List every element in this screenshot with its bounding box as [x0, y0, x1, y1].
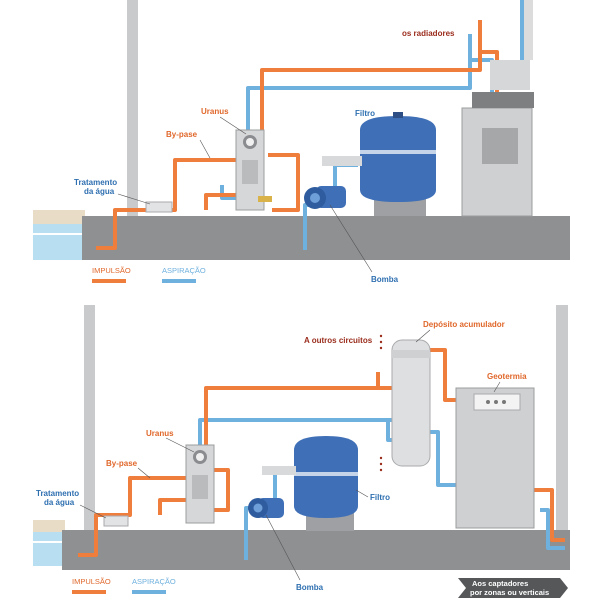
collectors-label-line1: Aos captadores — [472, 579, 528, 588]
leader-bypass — [199, 139, 211, 159]
label-geothermal: Geotermia — [487, 372, 527, 381]
leader-filter — [355, 489, 369, 498]
floor — [62, 530, 570, 570]
wall-column-right — [556, 305, 568, 530]
leader-pump — [265, 514, 301, 581]
legend-impulsion-label: IMPULSÃO — [92, 266, 131, 275]
pool-sand — [33, 520, 65, 532]
label-filter: Filtro — [355, 109, 375, 118]
other-circuits-markers — [379, 334, 383, 472]
label-treatment-line1: Tratamento — [36, 489, 79, 498]
label-filter: Filtro — [370, 493, 390, 502]
wall-column — [84, 305, 95, 530]
legend-impulsion-label: IMPULSÃO — [72, 577, 111, 586]
leader-geothermal — [493, 381, 501, 393]
label-other-circuits: A outros circuitos — [304, 336, 373, 345]
legend-impulsion-swatch — [72, 590, 106, 594]
label-radiators: os radiadores — [402, 29, 455, 38]
leader-treatment — [79, 504, 107, 519]
legend-aspiration-label: ASPIRAÇÃO — [162, 266, 206, 275]
pool-sand — [33, 210, 85, 226]
uranus-unit — [185, 444, 215, 524]
label-uranus: Uranus — [201, 107, 229, 116]
pool-water — [33, 224, 85, 260]
impulsion-pipes — [96, 20, 499, 250]
label-treatment-line2: da água — [44, 498, 75, 507]
label-bypass: By-pase — [106, 459, 138, 468]
collectors-arrow — [458, 578, 568, 598]
diagram-bottom: A outros circuitos Depósito acumulador G… — [33, 305, 570, 598]
legend-impulsion-swatch — [92, 279, 126, 283]
floor — [82, 216, 570, 260]
label-pump: Bomba — [296, 583, 324, 592]
diagram-top: os radiadores Uranus Filtro By-pase Trat… — [33, 0, 570, 284]
leader-storage-tank — [415, 329, 431, 343]
boiler — [461, 60, 534, 217]
label-uranus: Uranus — [146, 429, 174, 438]
uranus-unit — [235, 129, 272, 211]
leader-uranus — [165, 437, 195, 453]
label-storage-tank: Depósito acumulador — [423, 320, 505, 329]
leader-uranus — [219, 116, 247, 135]
label-treatment-line2: da água — [84, 187, 115, 196]
treatment-box — [103, 515, 129, 527]
impulsion-pipes — [78, 348, 565, 557]
pool-water — [33, 532, 65, 566]
treatment-box — [145, 201, 173, 213]
wall-column — [127, 0, 138, 216]
pump — [304, 186, 346, 209]
leader-bypass — [137, 467, 151, 479]
geothermal-unit — [455, 387, 535, 529]
label-bypass: By-pase — [166, 130, 198, 139]
storage-tank — [391, 339, 431, 467]
legend-aspiration-label: ASPIRAÇÃO — [132, 577, 176, 586]
filter-tank — [262, 436, 358, 531]
label-pump: Bomba — [371, 275, 399, 284]
legend-aspiration-swatch — [132, 590, 166, 594]
legend-aspiration-swatch — [162, 279, 196, 283]
pump — [248, 498, 284, 518]
leader-treatment — [117, 193, 151, 205]
collectors-label-line2: por zonas ou verticais — [470, 588, 549, 597]
filter-tank — [322, 112, 436, 216]
leader-pump — [329, 204, 373, 273]
label-treatment-line1: Tratamento — [74, 178, 117, 187]
